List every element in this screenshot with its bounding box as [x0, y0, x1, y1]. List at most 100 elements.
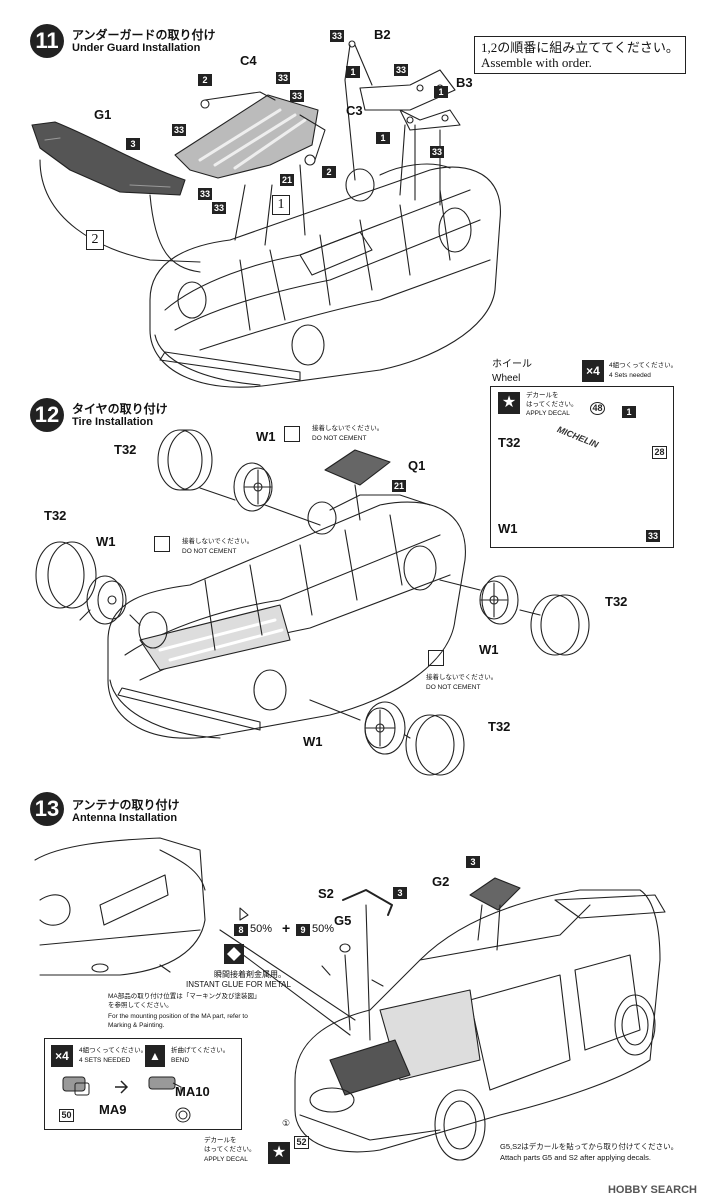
step-11-title-en: Under Guard Installation: [72, 42, 201, 54]
decal-num-48: 48: [590, 402, 605, 415]
times-4-badge: ×4: [51, 1045, 73, 1067]
part-num-3: 3: [466, 856, 480, 868]
no-cement-en: DO NOT CEMENT: [312, 435, 367, 442]
paint-mix-9-percent: 50%: [312, 923, 335, 935]
decal-jp-1: デカールを: [204, 1137, 237, 1144]
label-ma9: MA9: [99, 1102, 127, 1117]
part-num-33: 33: [394, 64, 408, 76]
ma-note-en-1: For the mounting position of the MA part…: [108, 1013, 248, 1020]
circle-num-1: ①: [282, 1118, 291, 1128]
part-num-3: 3: [393, 887, 407, 899]
label-ma10: MA10: [175, 1084, 210, 1099]
assembly-order-note: 1,2の順番に組み立ててください。 Assemble with order.: [474, 36, 686, 74]
label-w1: W1: [303, 734, 323, 749]
decal-num-52: 52: [294, 1136, 309, 1149]
g1-part: [31, 121, 186, 196]
bend-note-jp: 折曲げてください。: [171, 1047, 230, 1054]
no-cement-en: DO NOT CEMENT: [426, 684, 481, 691]
part-num-33: 33: [276, 72, 290, 84]
no-cement-jp: 接着しないでください。: [426, 674, 498, 681]
step-12-title-en: Tire Installation: [72, 416, 154, 428]
times-4-badge: ×4: [582, 360, 604, 382]
sets-needed-en: 4 SETS NEEDED: [79, 1057, 131, 1064]
step12-tire-top: [157, 429, 213, 491]
part-num-2: 2: [198, 74, 212, 86]
sets-needed-jp: 4組つくってください。: [609, 362, 678, 369]
step12-wheel-bottom: [364, 701, 406, 755]
decal-star-icon: ★: [498, 392, 520, 414]
label-w1: W1: [479, 642, 499, 657]
decal-num-50: 50: [59, 1109, 74, 1122]
step13-rear-car: [34, 837, 206, 976]
part-num-33: 33: [212, 202, 226, 214]
label-g2: G2: [432, 874, 450, 889]
step-12-number: 12: [30, 398, 64, 432]
no-cement-icon: [428, 650, 444, 666]
part-num-33: 33: [646, 530, 660, 542]
ma-note-jp-2: を参照してください。: [108, 1002, 173, 1009]
decal-jp-1: デカールを: [526, 392, 559, 399]
label-g5: G5: [334, 913, 352, 928]
part-num-3: 3: [126, 138, 140, 150]
step12-wheel-right: [479, 575, 519, 625]
sets-needed-en: 4 Sets needed: [609, 372, 651, 379]
g5-part: [339, 943, 351, 953]
decal-jp-2: はってください。: [204, 1146, 256, 1153]
part-num-33: 33: [330, 30, 344, 42]
order-step-2: 2: [86, 230, 104, 250]
wheel-label-t32: T32: [498, 435, 521, 450]
no-cement-icon: [154, 536, 170, 552]
paint-mix-8-percent: 50%: [250, 923, 273, 935]
decal-jp-2: はってください。: [526, 401, 578, 408]
step12-tire-right: [530, 594, 590, 656]
part-num-28: 28: [652, 446, 667, 459]
part-num-33: 33: [430, 146, 444, 158]
part-num-2: 2: [322, 166, 336, 178]
label-w1: W1: [256, 429, 276, 444]
no-cement-icon: [284, 426, 300, 442]
q1-plate: [324, 449, 391, 486]
paint-num-9: 9: [296, 924, 310, 936]
bend-note-en: BEND: [171, 1057, 190, 1064]
g2-part: [469, 877, 521, 911]
part-num-21: 21: [392, 480, 406, 492]
decal-en: APPLY DECAL: [204, 1156, 248, 1163]
step-11-title-jp: アンダーガードの取り付け: [72, 28, 216, 42]
no-cement-jp: 接着しないでください。: [312, 425, 384, 432]
order-step-1: 1: [272, 195, 290, 215]
s2-part: [342, 889, 393, 916]
part-num-1: 1: [434, 86, 448, 98]
label-b3: B3: [456, 75, 473, 90]
ma-note-jp-1: MA部品の取り付け位置は「マーキング及び塗装図」: [108, 993, 261, 1000]
label-t32: T32: [114, 442, 137, 457]
label-g1: G1: [94, 107, 112, 122]
glue-note-jp: 瞬間接着剤金属用。: [214, 970, 286, 979]
step-11-number: 11: [30, 24, 64, 58]
part-num-1: 1: [346, 66, 360, 78]
part-num-1: 1: [376, 132, 390, 144]
sets-needed-jp: 4組つくってください。: [79, 1047, 148, 1054]
label-c3: C3: [346, 103, 363, 118]
part-num-33: 33: [290, 90, 304, 102]
step-13-title-jp: アンテナの取り付け: [72, 798, 180, 812]
part-num-33: 33: [198, 188, 212, 200]
assembly-order-note-jp: 1,2の順番に組み立ててください。: [481, 40, 679, 55]
step12-tire-left: [35, 541, 97, 609]
wheel-detail-box: [490, 386, 674, 548]
step-12-title-jp: タイヤの取り付け: [72, 402, 168, 416]
ma-parts-inset: ×4 4組つくってください。 4 SETS NEEDED ▲ 折曲げてください。…: [44, 1038, 242, 1130]
label-q1: Q1: [408, 458, 426, 473]
ma-part-sketch: [62, 1076, 191, 1123]
label-c4: C4: [240, 53, 257, 68]
glue-diamond: [224, 944, 244, 964]
glue-note-en: INSTANT GLUE FOR METAL: [186, 980, 291, 989]
decal-en: APPLY DECAL: [526, 410, 570, 417]
label-s2: S2: [318, 886, 334, 901]
watermark-logo: HOBBY SEARCH: [607, 1184, 697, 1196]
label-t32: T32: [488, 719, 511, 734]
decal-star-icon: ★: [268, 1142, 290, 1164]
attach-note-jp: G5,S2はデカールを貼ってから取り付けてください。: [500, 1142, 679, 1151]
step12-wheel-top: [233, 462, 273, 512]
label-t32: T32: [605, 594, 628, 609]
